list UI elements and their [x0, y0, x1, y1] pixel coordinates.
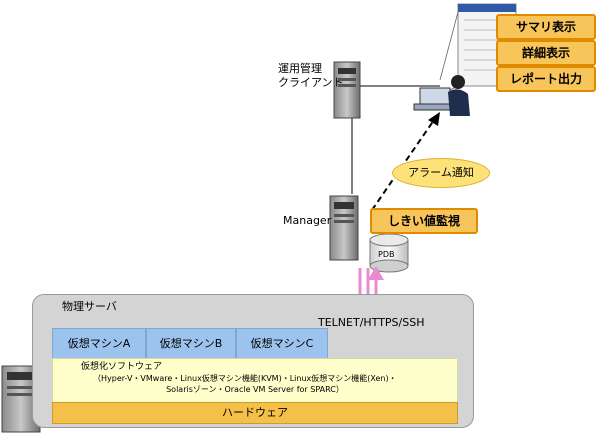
virtualization-title: 仮想化ソフトウェア [81, 362, 163, 372]
manager-server-icon [329, 195, 359, 261]
vm-a: 仮想マシンA [52, 328, 146, 360]
pdb-database-icon [369, 233, 409, 273]
vm-c: 仮想マシンC [236, 328, 328, 360]
client-label-line2: クライアント [278, 76, 344, 89]
pdb-label: PDB [378, 250, 395, 259]
pink-arrowhead [368, 266, 384, 280]
hardware-box: ハードウェア [52, 402, 458, 424]
physical-server-label: 物理サーバ [62, 300, 117, 313]
virtualization-line1: （Hyper-V・VMware・Linux仮想マシン機能(KVM)・Linux仮… [93, 374, 397, 383]
virtualization-line2: Solarisゾーン・Oracle VM Server for SPARC） [166, 385, 344, 394]
operator-icon [413, 75, 470, 116]
client-label: 運用管理 クライアント [278, 62, 344, 90]
protocol-label: TELNET/HTTPS/SSH [318, 316, 425, 329]
client-server-icon [333, 61, 361, 119]
report-output-button[interactable]: レポート出力 [496, 66, 596, 92]
vm-b: 仮想マシンB [146, 328, 236, 360]
virtualization-software-box: 仮想化ソフトウェア （Hyper-V・VMware・Linux仮想マシン機能(K… [52, 358, 458, 404]
detail-view-button[interactable]: 詳細表示 [496, 40, 596, 66]
manager-label: Manager [283, 214, 332, 227]
alarm-notification-bubble: アラーム通知 [392, 158, 490, 188]
alarm-arrowhead [428, 112, 440, 126]
client-label-line1: 運用管理 [278, 62, 322, 75]
threshold-monitoring-box: しきい値監視 [370, 208, 478, 234]
summary-view-button[interactable]: サマリ表示 [496, 14, 596, 40]
